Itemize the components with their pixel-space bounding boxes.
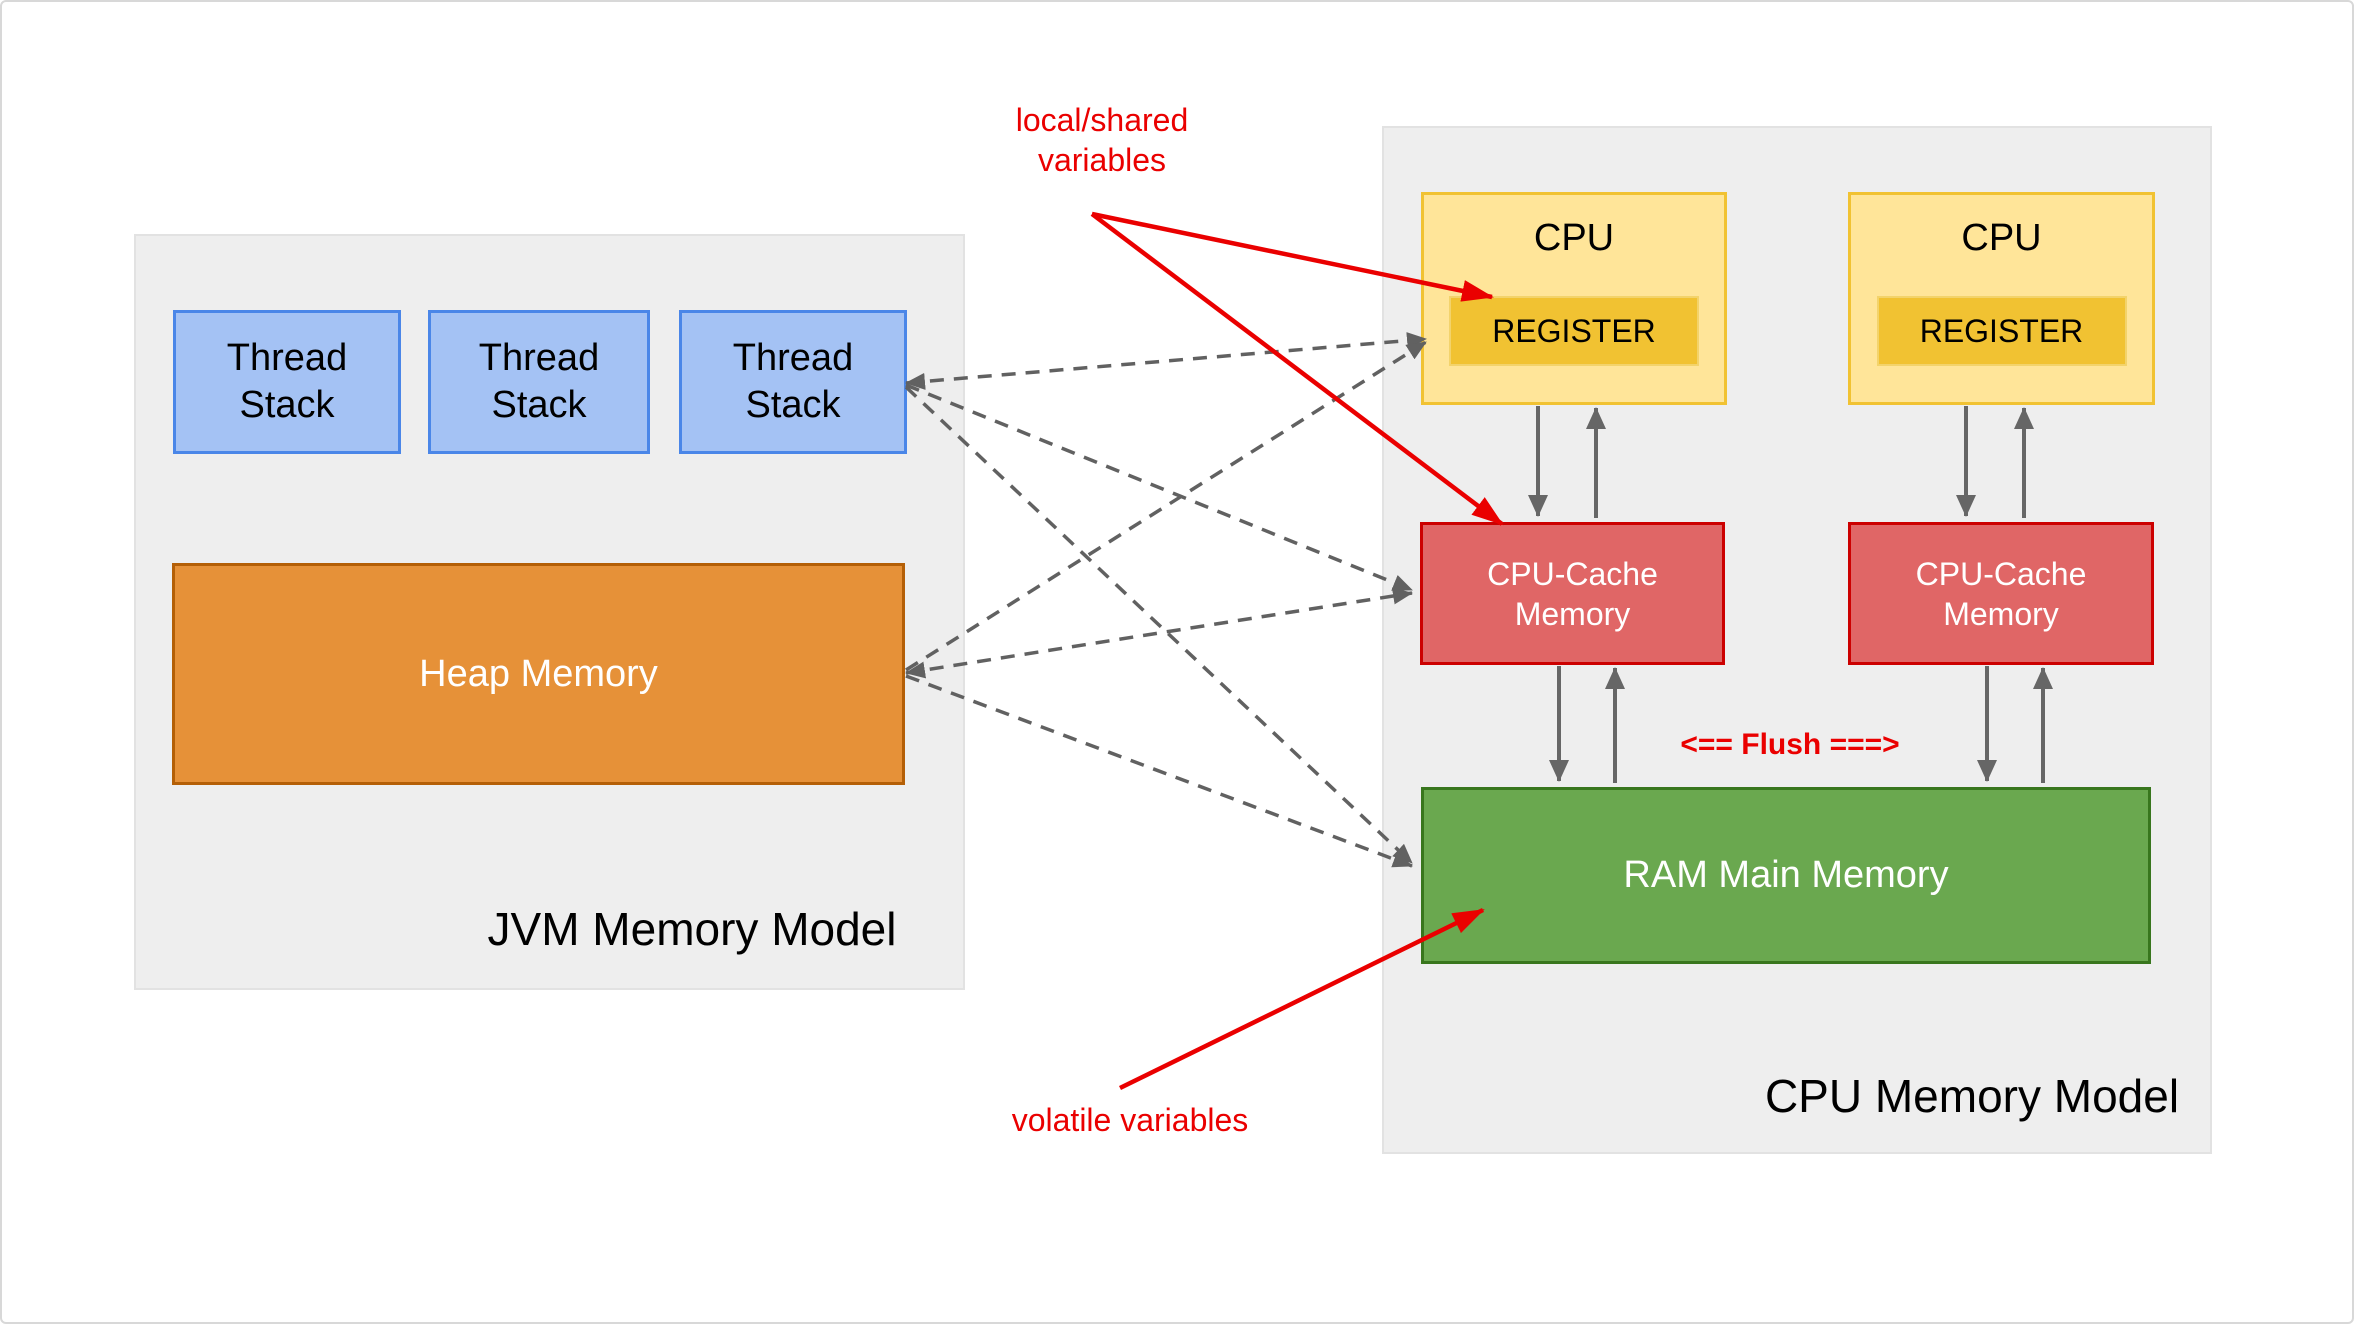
cpu-cache-memory-box-2: CPU-Cache Memory: [1848, 522, 2154, 665]
heap-memory-box: Heap Memory: [172, 563, 905, 785]
local-shared-variables-annotation: local/shared variables: [1015, 102, 1189, 178]
cpu-box-2: CPU REGISTER: [1848, 192, 2155, 405]
heap-memory-label: Heap Memory: [419, 652, 658, 695]
ram-main-memory-box: RAM Main Memory: [1421, 787, 2151, 964]
dashed-arrow-heap-register: [905, 340, 1427, 672]
cpu-label: CPU: [1533, 217, 1615, 259]
dashed-arrow-threadstack-register: [905, 332, 1427, 390]
flush-annotation: <== Flush ===>: [1680, 728, 1900, 761]
dashed-arrow-heap-cache: [905, 587, 1413, 679]
cpu-box-1: CPU REGISTER: [1421, 192, 1727, 405]
thread-stack-label: Thread Stack: [732, 336, 854, 427]
cpu-panel-title: CPU Memory Model: [1764, 1070, 2180, 1122]
cpu-cache-memory-box-1: CPU-Cache Memory: [1420, 522, 1725, 665]
thread-stack-box-3: Thread Stack: [679, 310, 907, 454]
cpu-label: CPU: [1961, 217, 2042, 259]
thread-stack-label: Thread Stack: [226, 336, 348, 427]
register-box-2: REGISTER: [1876, 296, 2127, 366]
dashed-arrow-threadstack-ram: [904, 385, 1414, 865]
dashed-arrow-threadstack-cache: [905, 383, 1413, 592]
thread-stack-box-2: Thread Stack: [428, 310, 650, 454]
register-box-1: REGISTER: [1449, 296, 1699, 366]
volatile-variables-annotation: volatile variables: [1011, 1102, 1249, 1138]
ram-main-memory-label: RAM Main Memory: [1623, 854, 1949, 896]
dashed-arrow-heap-ram: [905, 674, 1413, 868]
jvm-panel-title: JVM Memory Model: [487, 903, 897, 955]
thread-stack-label: Thread Stack: [478, 336, 600, 427]
cpu-cache-label: CPU-Cache Memory: [1487, 555, 1658, 632]
cpu-cache-label: CPU-Cache Memory: [1915, 555, 2087, 632]
thread-stack-box-1: Thread Stack: [173, 310, 401, 454]
